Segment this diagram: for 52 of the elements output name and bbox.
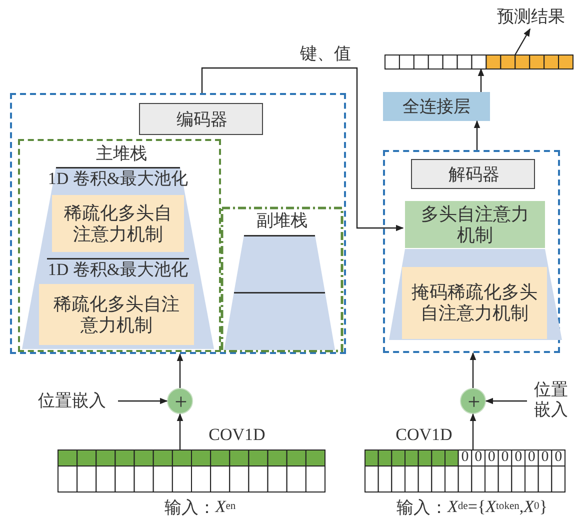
encoder-title: [139, 103, 263, 135]
arrow: [176, 413, 184, 450]
stack-title: 主堆栈: [95, 144, 148, 164]
title-text: 编码器: [176, 109, 228, 132]
sub-stack-frame: [221, 207, 343, 352]
arrow: [470, 352, 476, 388]
dense-layer-box: [383, 92, 490, 121]
block-text: 稀疏化多头自注意力机制: [63, 202, 173, 246]
layer-title: 1D 卷积&最大池化: [46, 169, 190, 189]
block-text: 多头自注意力机制: [420, 202, 530, 246]
zero-digit: 0: [500, 450, 510, 466]
layer-trapezoid: [224, 292, 335, 350]
zero-digit: 0: [526, 450, 536, 466]
arrow: [474, 120, 480, 150]
attention-block: [52, 195, 184, 252]
layer-name-label: COV1D: [208, 424, 266, 446]
decoder-title: [411, 159, 535, 189]
arrow: [485, 398, 527, 404]
label-text: 位置嵌入: [533, 379, 569, 421]
title-text: 解码器: [448, 164, 500, 186]
arrow: [514, 28, 531, 56]
label-text: 预测结果: [496, 6, 566, 28]
block-text: 稀疏化多头自注意力机制: [52, 292, 180, 336]
attention-block: [39, 284, 194, 345]
zero-digit: 0: [474, 450, 484, 466]
zero-digit: 0: [514, 450, 524, 466]
arrow: [478, 68, 484, 92]
arrow: [201, 67, 404, 232]
masked-layer-trapezoid: [389, 249, 562, 340]
plus-sign: +: [174, 389, 188, 415]
decoder-frame: [383, 150, 560, 353]
arrow: [176, 353, 184, 388]
label-text: 位置嵌入: [37, 390, 107, 412]
layer-text: 全连接层: [402, 96, 472, 118]
plus-circle: [460, 388, 486, 414]
zero-digit: 0: [460, 450, 470, 466]
main-stack-frame: [18, 139, 221, 352]
zero-digit: 0: [486, 450, 496, 466]
zero-digit: 0: [540, 450, 550, 466]
arrow: [118, 398, 168, 404]
plus-circle: [167, 388, 193, 414]
zero-digit: 0: [554, 450, 564, 466]
arrow: [470, 413, 476, 450]
plus-sign: +: [466, 389, 482, 415]
stack-title: 副堆栈: [256, 211, 308, 231]
attention-block: [405, 201, 545, 248]
block-text: 掩码稀疏化多头自注意力机制: [410, 281, 538, 325]
attention-block: [402, 267, 547, 339]
layer-title: 1D 卷积&最大池化: [46, 260, 190, 280]
layer-name-label: COV1D: [394, 424, 454, 446]
conv-layer-trapezoid: [22, 258, 214, 349]
encoder-frame: [10, 93, 346, 354]
